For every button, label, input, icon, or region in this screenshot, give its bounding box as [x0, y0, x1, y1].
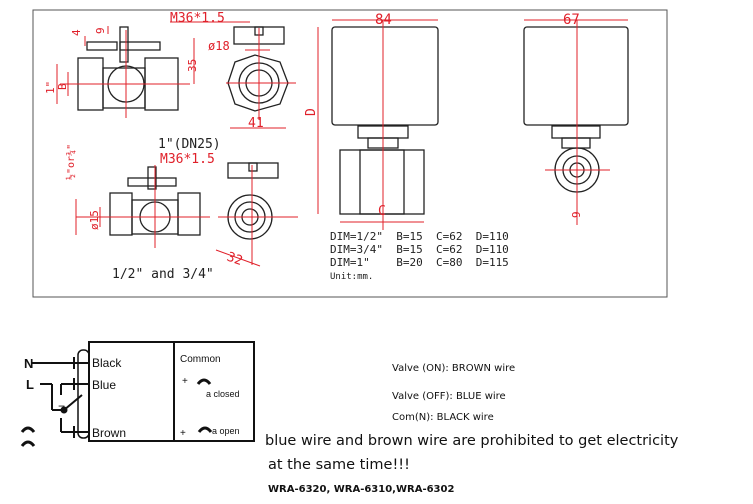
dim-D: D	[304, 108, 319, 116]
note-valve-off: Valve (OFF): BLUE wire	[392, 391, 506, 402]
wire-black-label: Black	[92, 356, 122, 370]
drawing-frame	[32, 9, 668, 298]
label-N: N	[24, 356, 33, 371]
plus-sign: +	[180, 428, 186, 439]
dim-41: 41	[248, 116, 264, 131]
dim-B: B	[56, 83, 69, 90]
dim-C: C	[378, 204, 386, 219]
caption-dn25: 1"(DN25)	[158, 137, 221, 152]
note-com: Com(N): BLACK wire	[392, 412, 494, 423]
thread-label-small: M36*1.5	[160, 152, 215, 167]
plus-sign: +	[182, 376, 188, 387]
minus-sign: −	[58, 399, 65, 413]
dims-small-side	[215, 165, 298, 267]
dim-35: 35	[186, 59, 199, 72]
dims-1in-front	[56, 21, 250, 118]
label-L: L	[26, 377, 34, 392]
note-valve-on: Valve (ON): BROWN wire	[392, 363, 516, 374]
dims-actuator-front	[317, 19, 438, 230]
dim-9b: 9	[570, 211, 583, 218]
dim-half-or-3q: ½"or¾"	[65, 144, 77, 180]
dim-1in: 1"	[44, 81, 57, 94]
dims-1in-side	[226, 28, 296, 129]
dims-small-front	[75, 165, 210, 248]
dimension-table: DIM=1/2" B=15 C=62 D=110 DIM=3/4" B=15 C…	[330, 230, 509, 282]
common-label: Common	[180, 354, 221, 365]
dim-row: DIM=1/2" B=15 C=62 D=110	[330, 230, 509, 243]
valve-small-side	[227, 162, 279, 240]
warning-line-1: blue wire and brown wire are prohibited …	[265, 433, 679, 449]
unit-label: Unit:mm.	[330, 272, 373, 282]
thread-label: M36*1.5	[170, 11, 225, 26]
dim-4: 4	[70, 29, 83, 36]
wiring-diagram	[20, 341, 255, 447]
warning-line-2: at the same time!!!	[268, 457, 410, 473]
dim-84: 84	[375, 12, 392, 28]
caption-small: 1/2" and 3/4"	[112, 267, 214, 282]
model-numbers: WRA-6320, WRA-6310,WRA-6302	[268, 484, 455, 495]
wire-brown-label: Brown	[92, 426, 126, 440]
dim-9: 9	[94, 27, 107, 34]
dim-d15: ø15	[88, 210, 101, 230]
dim-32: 32	[225, 250, 245, 269]
dim-67: 67	[563, 12, 580, 28]
closed-label: a closed	[206, 389, 240, 399]
dim-d18: ø18	[208, 39, 230, 53]
dims-actuator-side	[524, 19, 628, 225]
wire-blue-label: Blue	[92, 378, 116, 392]
open-label: a open	[212, 426, 240, 436]
dim-row: DIM=1" B=20 C=80 D=115	[330, 256, 509, 269]
dim-row: DIM=3/4" B=15 C=62 D=110	[330, 243, 509, 256]
